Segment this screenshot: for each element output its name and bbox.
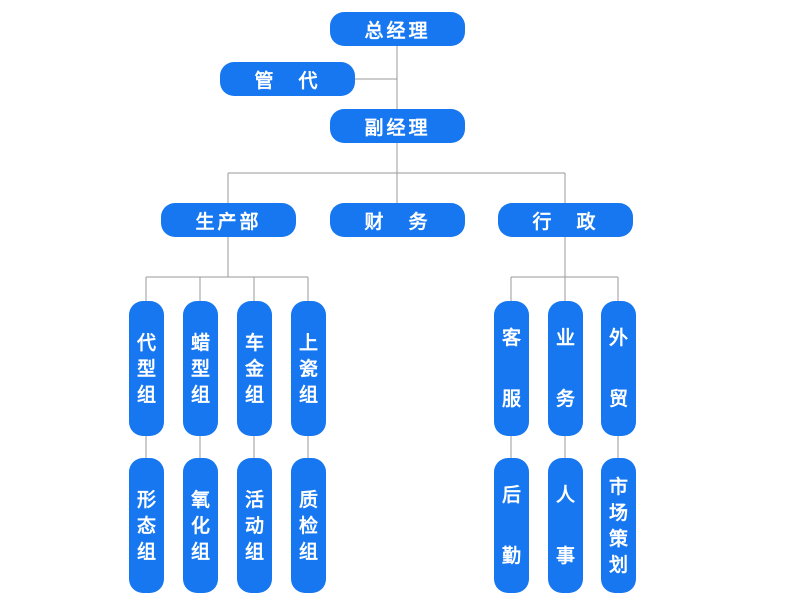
node-production-group: 车金组 — [237, 301, 272, 436]
node-char: 组 — [298, 540, 318, 563]
node-char: 客 — [501, 327, 521, 349]
node-admin-group: 外贸 — [601, 301, 636, 436]
node-char: 后 — [501, 484, 521, 506]
node-production-group: 氧化组 — [183, 458, 218, 593]
node-char: 外 — [608, 327, 628, 349]
node-char: 人 — [555, 484, 575, 506]
node-char: 型 — [190, 357, 210, 380]
node-char: 组 — [136, 540, 156, 563]
node-char: 动 — [244, 514, 264, 537]
node-production-group: 活动组 — [237, 458, 272, 593]
node-char: 氧 — [190, 488, 210, 511]
node-char: 勤 — [501, 545, 521, 567]
node-production-group: 蜡型组 — [183, 301, 218, 436]
node-char: 型 — [136, 357, 156, 380]
node-production-group: 质检组 — [291, 458, 326, 593]
node-char: 贸 — [608, 388, 628, 410]
node-char: 组 — [190, 540, 210, 563]
node-supervisor: 管 代 — [220, 62, 355, 96]
node-char: 划 — [608, 553, 628, 576]
node-char: 策 — [608, 527, 628, 550]
node-finance-dept: 财 务 — [330, 203, 465, 237]
node-char: 业 — [555, 327, 575, 349]
node-char: 市 — [608, 475, 628, 498]
node-admin-group: 客服 — [494, 301, 529, 436]
node-char: 组 — [244, 383, 264, 406]
node-general-manager: 总经理 — [330, 12, 465, 46]
node-production-group: 形态组 — [129, 458, 164, 593]
node-char: 瓷 — [298, 357, 318, 380]
node-char: 形 — [136, 488, 156, 511]
node-admin-dept: 行 政 — [498, 203, 633, 237]
node-char: 检 — [298, 514, 318, 537]
node-char: 化 — [190, 514, 210, 537]
node-char: 事 — [555, 545, 575, 567]
node-deputy-manager: 副经理 — [330, 109, 465, 143]
node-admin-group: 人事 — [548, 458, 583, 593]
node-char: 场 — [608, 501, 628, 524]
node-production-group: 代型组 — [129, 301, 164, 436]
node-admin-group: 业务 — [548, 301, 583, 436]
node-char: 务 — [555, 388, 575, 410]
node-char: 质 — [298, 488, 318, 511]
node-char: 组 — [244, 540, 264, 563]
node-admin-group: 后勤 — [494, 458, 529, 593]
node-char: 蜡 — [190, 331, 210, 354]
node-char: 车 — [244, 331, 264, 354]
node-char: 上 — [298, 331, 318, 354]
node-char: 态 — [136, 514, 156, 537]
node-char: 组 — [190, 383, 210, 406]
node-production-group: 上瓷组 — [291, 301, 326, 436]
node-admin-group: 市场策划 — [601, 458, 636, 593]
node-production-dept: 生产部 — [161, 203, 296, 237]
node-char: 组 — [298, 383, 318, 406]
node-char: 服 — [501, 388, 521, 410]
node-char: 组 — [136, 383, 156, 406]
node-char: 金 — [244, 357, 264, 380]
node-char: 活 — [244, 488, 264, 511]
node-char: 代 — [136, 331, 156, 354]
